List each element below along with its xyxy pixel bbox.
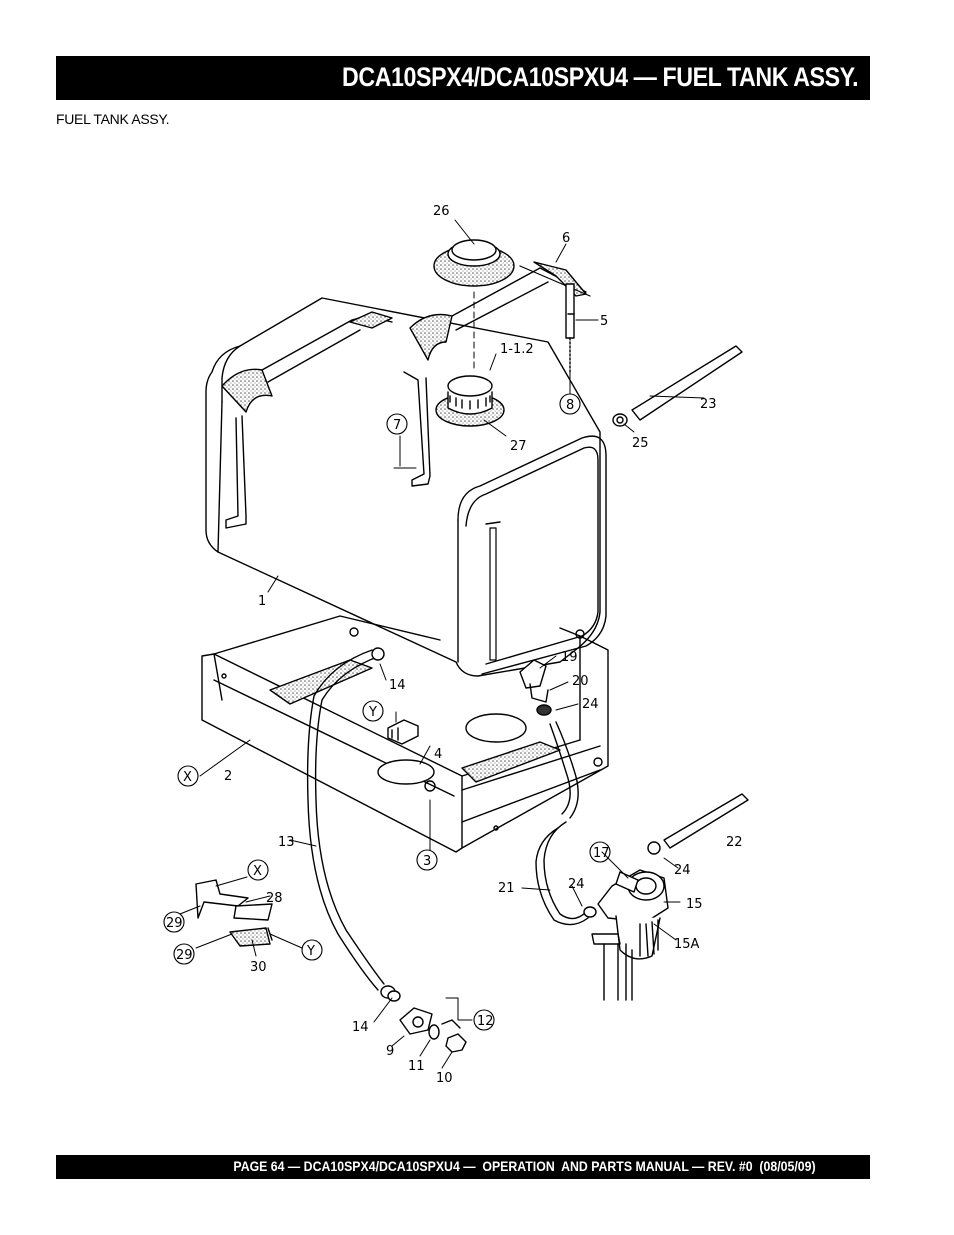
callout-28: 28 (266, 891, 283, 906)
vent-hose (612, 345, 743, 427)
tank-straps (221, 261, 587, 529)
callout-13: 13 (278, 835, 295, 850)
fuel-hose-13 (306, 647, 401, 1002)
callout-Y-a: Y (368, 705, 377, 720)
callout-27: 27 (510, 439, 527, 454)
callout-23: 23 (700, 397, 717, 412)
bracket-y (387, 719, 419, 745)
callout-5: 5 (600, 314, 608, 329)
callout-14-b: 14 (352, 1020, 369, 1035)
callout-1: 1 (258, 594, 266, 609)
callout-11: 11 (408, 1059, 425, 1074)
callout-30: 30 (250, 960, 267, 975)
callout-15A: 15A (674, 937, 700, 952)
fuel-filter (591, 869, 669, 1001)
callout-8: 8 (566, 398, 574, 413)
callout-15: 15 (686, 897, 703, 912)
callout-7: 7 (393, 418, 401, 433)
callout-25: 25 (632, 436, 649, 451)
leader-lines (179, 219, 705, 1069)
section-subtitle: FUEL TANK ASSY. (56, 111, 170, 127)
mount-brackets (195, 879, 273, 947)
callout-6: 6 (562, 231, 570, 246)
strap-bolt-assembly (519, 265, 591, 373)
callout-26: 26 (433, 204, 450, 219)
fuel-valve (519, 659, 552, 716)
callout-20: 20 (572, 674, 589, 689)
callout-12: 12 (477, 1014, 494, 1029)
callout-17: 17 (593, 846, 610, 861)
callout-9: 9 (386, 1044, 394, 1059)
callout-10: 10 (436, 1071, 453, 1086)
page-title: DCA10SPX4/DCA10SPXU4 — FUEL TANK ASSY. (341, 62, 859, 92)
footer-banner: PAGE 64 — DCA10SPX4/DCA10SPXU4 — OPERATI… (56, 1155, 870, 1179)
filler-cap (435, 375, 505, 427)
callout-24-a: 24 (582, 697, 599, 712)
callout-X-a: X (183, 770, 192, 785)
callout-14-a: 14 (389, 678, 406, 693)
callout-X-b: X (253, 864, 262, 879)
footer-text: PAGE 64 — DCA10SPX4/DCA10SPXU4 — OPERATI… (233, 1158, 816, 1174)
callout-circles (163, 393, 611, 1031)
callout-24-b: 24 (674, 863, 691, 878)
tank-tray (201, 615, 609, 853)
callout-Y-b: Y (306, 944, 315, 959)
callout-2: 2 (224, 769, 232, 784)
fuel-hose-21 (535, 721, 597, 926)
fuel-hose-22 (647, 793, 749, 855)
callout-22: 22 (726, 835, 743, 850)
title-banner: DCA10SPX4/DCA10SPXU4 — FUEL TANK ASSY. (56, 56, 870, 100)
callout-29-b: 29 (176, 948, 193, 963)
callout-29-a: 29 (166, 916, 183, 931)
fuel-tank (205, 297, 607, 677)
callout-3: 3 (423, 854, 431, 869)
callout-labels: 26 6 5 1-1.2 8 23 25 27 7 1 19 20 24 14 … (166, 204, 743, 1086)
callout-4: 4 (434, 747, 442, 762)
callout-24-c: 24 (568, 877, 585, 892)
callout-21: 21 (498, 881, 515, 896)
callout-1-1.2: 1-1.2 (500, 342, 534, 357)
drain-fitting (399, 1007, 467, 1053)
callout-19: 19 (561, 650, 578, 665)
filler-ring (433, 239, 515, 373)
